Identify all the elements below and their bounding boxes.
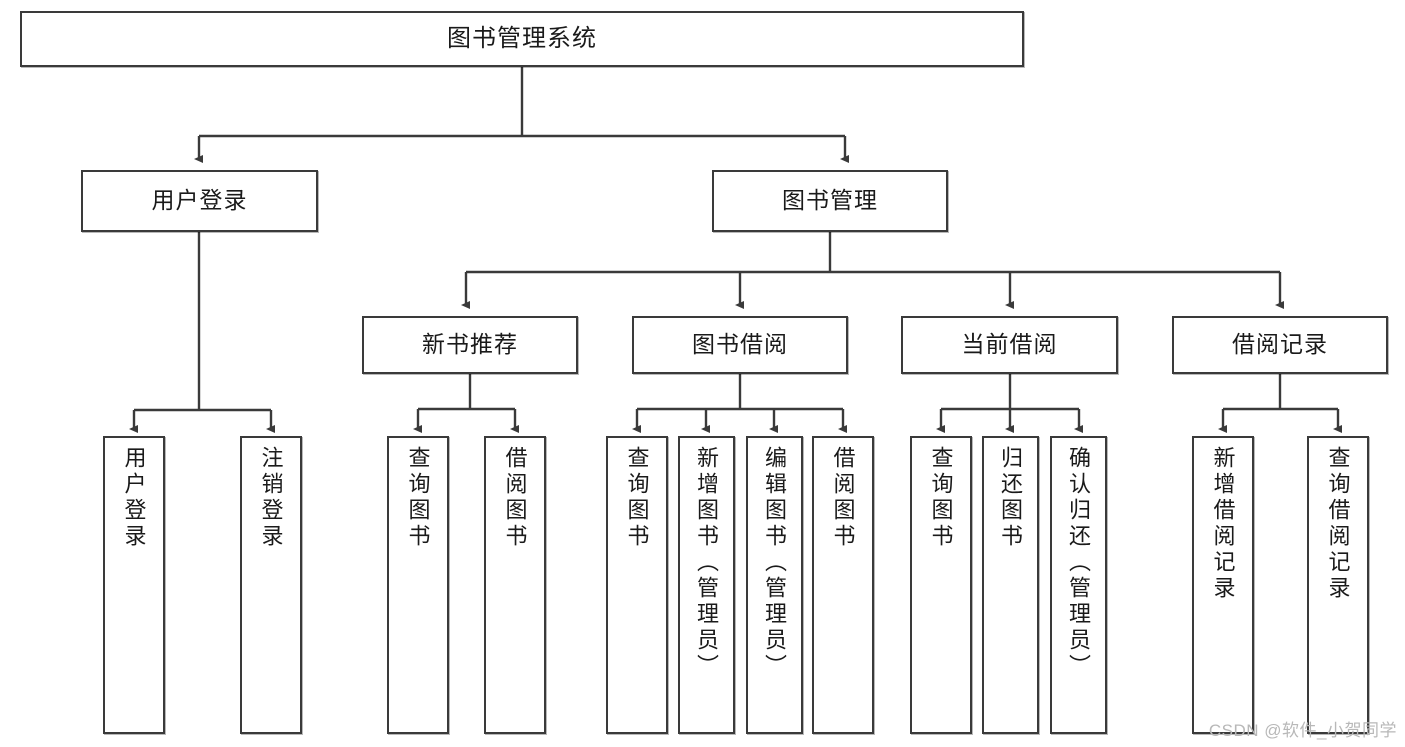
csdn-watermark: CSDN @软件_小贺同学: [1208, 721, 1397, 740]
leaf-label: 借阅图书: [830, 446, 856, 550]
node-borrow-record[interactable]: 借阅记录: [1172, 316, 1388, 374]
node-book-borrow[interactable]: 图书借阅: [632, 316, 848, 374]
leaf-label: 编辑图书（管理员）: [762, 446, 788, 680]
leaf-label: 借阅图书: [502, 446, 528, 550]
leaf-record-query[interactable]: 查询借阅记录: [1307, 436, 1369, 734]
leaf-label: 确认归还（管理员）: [1066, 446, 1092, 680]
leaf-current-query-book[interactable]: 查询图书: [910, 436, 972, 734]
node-new-book-recommend[interactable]: 新书推荐: [362, 316, 578, 374]
leaf-label: 注销登录: [258, 446, 284, 550]
leaf-new-book-query[interactable]: 查询图书: [387, 436, 449, 734]
leaf-user-login-logout[interactable]: 注销登录: [240, 436, 302, 734]
leaf-borrow-edit-book[interactable]: 编辑图书（管理员）: [746, 436, 803, 734]
leaf-new-book-borrow[interactable]: 借阅图书: [484, 436, 546, 734]
node-current-borrow[interactable]: 当前借阅: [901, 316, 1118, 374]
leaf-label: 归还图书: [998, 446, 1024, 550]
node-root-system[interactable]: 图书管理系统: [20, 11, 1024, 67]
leaf-label: 用户登录: [121, 446, 147, 550]
leaf-label: 查询图书: [928, 446, 954, 550]
leaf-label: 查询图书: [624, 446, 650, 550]
leaf-label: 查询图书: [405, 446, 431, 550]
leaf-label: 新增借阅记录: [1210, 446, 1236, 602]
leaf-borrow-add-book[interactable]: 新增图书（管理员）: [678, 436, 735, 734]
leaf-user-login-login[interactable]: 用户登录: [103, 436, 165, 734]
leaf-borrow-query-book[interactable]: 查询图书: [606, 436, 668, 734]
leaf-label: 查询借阅记录: [1325, 446, 1351, 602]
leaf-borrow-borrow-book[interactable]: 借阅图书: [812, 436, 874, 734]
node-book-management[interactable]: 图书管理: [712, 170, 948, 232]
node-user-login[interactable]: 用户登录: [81, 170, 318, 232]
leaf-record-add[interactable]: 新增借阅记录: [1192, 436, 1254, 734]
leaf-label: 新增图书（管理员）: [694, 446, 720, 680]
leaf-current-return-book[interactable]: 归还图书: [982, 436, 1039, 734]
leaf-current-confirm-return[interactable]: 确认归还（管理员）: [1050, 436, 1107, 734]
